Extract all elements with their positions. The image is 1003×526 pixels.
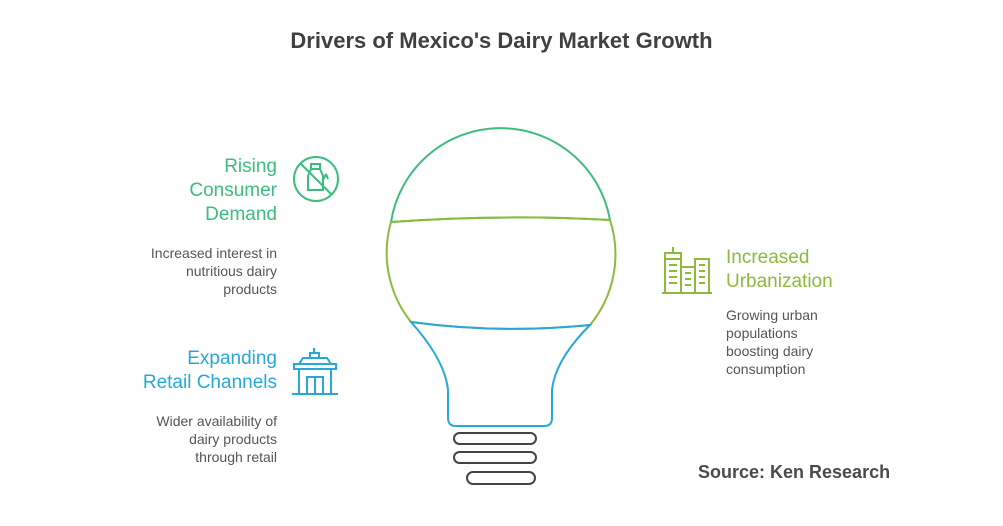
description-line: through retail bbox=[195, 449, 277, 465]
description-line: consumption bbox=[726, 361, 806, 377]
heading-line: Expanding bbox=[187, 348, 277, 369]
bulb-base-ring-3 bbox=[466, 471, 536, 485]
rising-consumer-demand-description: Increased interest in nutritious dairy p… bbox=[100, 244, 277, 298]
increased-urbanization-heading: Increased Urbanization bbox=[726, 246, 926, 294]
expanding-retail-channels-description: Wider availability of dairy products thr… bbox=[100, 412, 277, 466]
no-bottle-icon bbox=[293, 156, 339, 202]
heading-line: Urbanization bbox=[726, 271, 833, 292]
expanding-retail-channels-heading: Expanding Retail Channels bbox=[100, 347, 277, 395]
source-credit: Source: Ken Research bbox=[698, 462, 891, 482]
bulb-top-segment bbox=[389, 127, 612, 224]
description-line: boosting dairy bbox=[726, 343, 814, 359]
city-buildings-icon bbox=[662, 247, 712, 294]
rising-consumer-demand-heading: Rising Consumer Demand bbox=[120, 155, 277, 227]
description-line: Increased interest in bbox=[150, 245, 277, 261]
heading-line: Rising bbox=[224, 156, 277, 177]
increased-urbanization-description: Growing urban populations boosting dairy… bbox=[726, 306, 926, 378]
description-line: dairy products bbox=[189, 431, 277, 447]
description-line: Growing urban bbox=[726, 307, 818, 323]
diagram-title: Drivers of Mexico's Dairy Market Growth bbox=[290, 28, 713, 53]
bulb-middle-segment bbox=[385, 216, 617, 330]
bulb-base-ring-2 bbox=[453, 451, 537, 464]
heading-line: Demand bbox=[205, 204, 277, 225]
description-line: products bbox=[223, 281, 277, 297]
bulb-base-ring-1 bbox=[453, 432, 537, 445]
heading-line: Increased bbox=[726, 247, 810, 268]
description-line: Wider availability of bbox=[156, 413, 277, 429]
heading-line: Consumer bbox=[189, 180, 277, 201]
heading-line: Retail Channels bbox=[142, 372, 277, 393]
description-line: nutritious dairy bbox=[185, 263, 277, 279]
bulb-bottom-segment bbox=[408, 320, 593, 427]
description-line: populations bbox=[726, 325, 798, 341]
storefront-icon bbox=[292, 348, 338, 395]
